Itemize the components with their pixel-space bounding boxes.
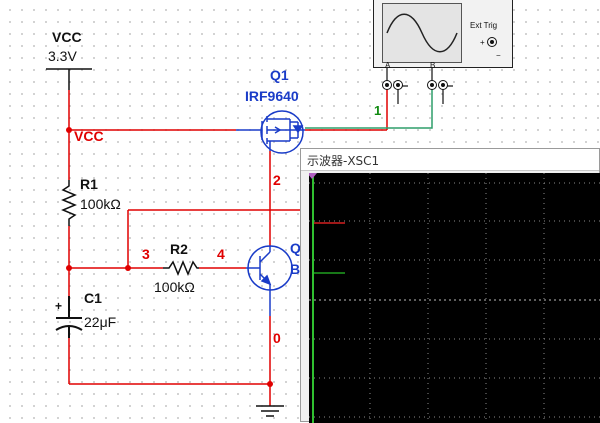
r2-symbol[interactable]: [163, 260, 199, 276]
ext-trig-plus: +: [480, 38, 485, 47]
q2-model-label: B: [290, 261, 301, 277]
oscilloscope-window-title: 示波器-XSC1: [307, 154, 380, 168]
terminal-a-minus-icon[interactable]: [393, 80, 403, 90]
q1-model-label: IRF9640: [245, 88, 299, 104]
sine-wave-icon: [386, 13, 458, 53]
q1-mosfet-symbol[interactable]: [236, 110, 305, 154]
r1-ref-label: R1: [80, 176, 98, 192]
ext-trig-terminal-icon[interactable]: [487, 37, 497, 47]
r2-ref-label: R2: [170, 241, 188, 257]
c1-value-label: 22μF: [84, 314, 117, 330]
c1-polarity-mark: +: [55, 299, 63, 313]
net-number-1: 1: [374, 103, 382, 118]
oscilloscope-window[interactable]: 示波器-XSC1: [300, 148, 600, 423]
c1-ref-label: C1: [84, 290, 102, 306]
junction-dots: [66, 127, 273, 387]
terminal-b-plus-icon[interactable]: [427, 80, 437, 90]
terminal-a-label: A: [385, 61, 391, 70]
c1-symbol[interactable]: [55, 296, 83, 338]
terminal-b-minus-icon[interactable]: [438, 80, 448, 90]
net-number-4: 4: [217, 246, 225, 262]
cursor-handle-icon[interactable]: [309, 173, 317, 179]
ext-trig-label: Ext Trig: [470, 21, 498, 30]
terminal-a-plus-icon[interactable]: [382, 80, 392, 90]
red-wires: [68, 86, 388, 406]
oscilloscope-display[interactable]: [309, 173, 600, 423]
vcc-supply-voltage: 3.3V: [48, 48, 77, 64]
terminal-b-label: B: [430, 61, 436, 70]
r1-value-label: 100kΩ: [80, 196, 121, 212]
vcc-supply-name: VCC: [52, 29, 82, 45]
oscilloscope-graticule: [309, 173, 600, 423]
r2-value-label: 100kΩ: [154, 279, 195, 295]
net-number-0: 0: [273, 330, 281, 346]
ground-symbol: [256, 405, 284, 417]
net-number-3: 3: [142, 246, 150, 262]
r1-symbol[interactable]: [61, 180, 77, 226]
ext-trig-minus: −: [496, 51, 501, 60]
q2-bjt-symbol[interactable]: [246, 245, 293, 316]
q1-ref-label: Q1: [270, 67, 289, 83]
instrument-preview-screen: [382, 3, 462, 63]
oscilloscope-instrument-symbol[interactable]: Ext Trig + − A B: [373, 0, 513, 70]
vcc-net-label: VCC: [74, 128, 104, 144]
q2-ref-label: Q: [290, 240, 301, 256]
green-wire-channel-b: [305, 86, 433, 129]
oscilloscope-titlebar[interactable]: 示波器-XSC1: [301, 149, 599, 171]
net-number-2: 2: [273, 172, 281, 188]
